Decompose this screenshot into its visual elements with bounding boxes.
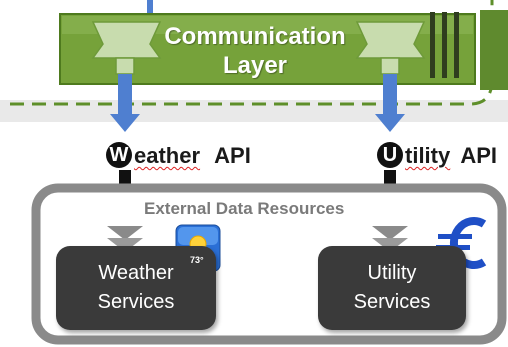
top-connector (147, 0, 153, 22)
utility-api-suffix: API (460, 143, 498, 168)
bar-detail-2 (442, 12, 447, 78)
weather-blue-shaft (118, 74, 132, 116)
weather-chevron-2 (107, 238, 143, 252)
weather-api-initial-badge: W (106, 142, 132, 168)
bar-detail-3 (454, 12, 459, 78)
utility-services-line2: Services (353, 291, 431, 313)
utility-blue-arrowhead (375, 114, 405, 132)
weather-chevron-1 (107, 226, 143, 240)
utility-chevron-2 (372, 238, 408, 252)
weather-api-word: eather (134, 143, 201, 168)
utility-api-initial-badge: U (377, 142, 403, 168)
communication-layer-line1: Communication (164, 23, 346, 50)
weather-services-line1: Weather (98, 262, 174, 284)
bar-detail-1 (430, 12, 435, 78)
utility-services-line1: Utility (367, 262, 417, 284)
weather-services-line2: Services (97, 291, 175, 313)
weather-services-box: Weather Services (56, 246, 216, 330)
weather-blue-arrowhead (110, 114, 140, 132)
communication-layer-line2: Layer (222, 52, 288, 79)
external-resources-title: External Data Resources (144, 199, 345, 218)
right-edge-block (480, 10, 508, 90)
utility-funnel (355, 21, 426, 59)
utility-api-label: tility API (405, 143, 497, 169)
utility-api-word: tility (405, 143, 451, 168)
weather-funnel (91, 21, 162, 59)
utility-funnel-stem (380, 57, 400, 75)
weather-icon-temperature: 73° (190, 255, 204, 265)
utility-blue-shaft (383, 74, 397, 116)
communication-layer-title: Communication Layer (150, 22, 360, 80)
utility-chevron-1 (372, 226, 408, 240)
utility-services-box: Utility Services (318, 246, 466, 330)
weather-api-suffix: API (214, 143, 251, 168)
weather-funnel-stem (115, 57, 135, 75)
weather-api-label: eather API (134, 143, 251, 169)
